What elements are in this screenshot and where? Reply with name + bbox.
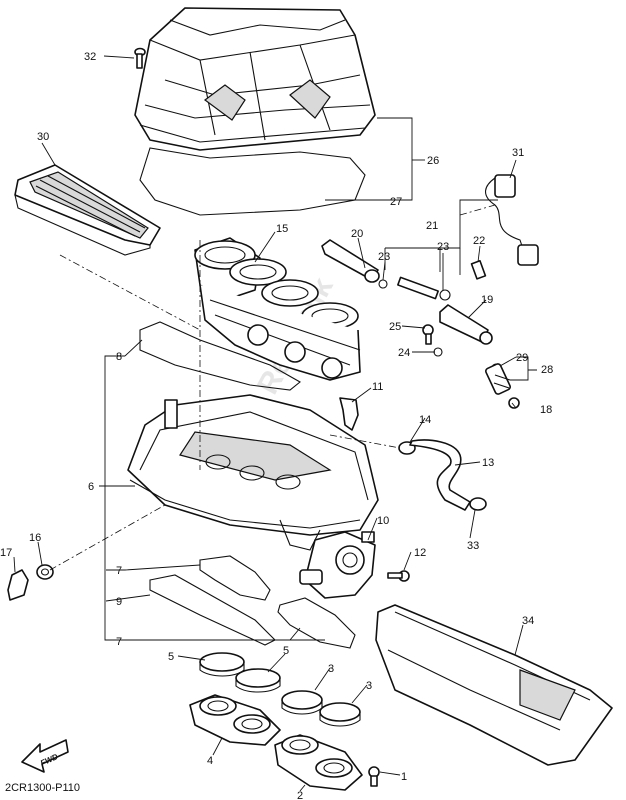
part-33-clamp [469,497,487,511]
callout-6: 6 [88,481,94,493]
part-15-intake-funnels [194,237,361,381]
callout-3-right: 3 [366,680,372,692]
part-31-fuel-hose [485,174,539,266]
leader-lines [13,55,537,792]
callout-25: 25 [389,321,401,333]
callout-13: 13 [482,457,494,469]
part-34-heat-shield [375,604,613,766]
part-26-airbox-cover [134,7,376,151]
callout-10: 10 [377,515,389,527]
part-7-gasket-upper [199,555,271,601]
callout-26: 26 [427,155,439,167]
callout-7-top: 7 [116,565,122,577]
callout-5-left: 5 [168,651,174,663]
callout-14: 14 [419,414,431,426]
callout-3-left: 3 [328,663,334,675]
callout-4: 4 [207,755,213,767]
part-7-gasket-lower [277,597,356,649]
part-1-screw [368,766,380,787]
part-20-fuel-rail [321,239,380,283]
callout-27: 27 [390,196,402,208]
assembly-centerline [459,204,496,216]
part-13-hose [409,439,471,511]
part-16-grommet [36,564,54,580]
part-11-bracket [339,397,359,431]
callout-labels: 32 30 26 27 31 15 20 21 23 22 23 19 25 2… [0,51,553,800]
callout-7-bottom: 7 [116,636,122,648]
callout-23-upper: 23 [437,241,449,253]
callout-31: 31 [512,147,524,159]
part-32-bolt [134,47,146,69]
part-19-fuel-rail [439,304,493,345]
part-22-joint-pipe [470,259,487,280]
callout-2: 2 [297,790,303,800]
part-4-intake-joint [189,694,281,746]
callout-29: 29 [516,352,528,364]
diagram-code: 2CR1300-P110 [5,782,80,794]
callout-21: 21 [426,220,438,232]
part-27-gasket [139,147,366,216]
assembly-centerline [59,254,201,331]
callout-23-lower: 23 [378,251,390,263]
callout-1: 1 [401,771,407,783]
callout-15: 15 [276,223,288,235]
part-5-clamp-left [199,652,245,677]
callout-8: 8 [116,351,122,363]
callout-34: 34 [522,615,534,627]
part-17-bracket [7,569,29,601]
part-10-actuator [299,531,376,599]
assembly-centerline [49,504,166,571]
part-30-air-filter [14,164,161,256]
callout-33: 33 [467,540,479,552]
callout-22: 22 [473,235,485,247]
part-2-intake-joint [274,734,363,791]
part-3-clamp-left [281,690,323,715]
callout-18: 18 [540,404,552,416]
part-28-injector [485,363,511,395]
callout-24: 24 [398,347,410,359]
callout-17: 17 [0,547,12,559]
part-23-o-ring-left [378,279,388,289]
assembly-centerline [329,434,401,449]
callout-12: 12 [414,547,426,559]
part-3-clamp-right [319,702,361,727]
part-5-clamp-right [235,668,281,693]
callout-32: 32 [84,51,96,63]
callout-20: 20 [351,228,363,240]
part-25-screw [422,324,434,345]
callout-9: 9 [116,596,122,608]
callout-16: 16 [29,532,41,544]
part-6-airbox-lower [127,394,379,551]
part-18-seal [508,397,520,409]
part-24-washer [433,347,443,357]
part-12-bolt [387,570,410,582]
callout-5-right: 5 [283,645,289,657]
callout-11: 11 [372,381,383,393]
part-21-hose-fitting [397,276,451,301]
part-8-gasket [139,321,301,391]
fwd-arrow-icon: FWD [21,739,69,773]
callout-19: 19 [481,294,493,306]
part-9-seal [149,574,276,646]
callout-30: 30 [37,131,49,143]
callout-28: 28 [541,364,553,376]
